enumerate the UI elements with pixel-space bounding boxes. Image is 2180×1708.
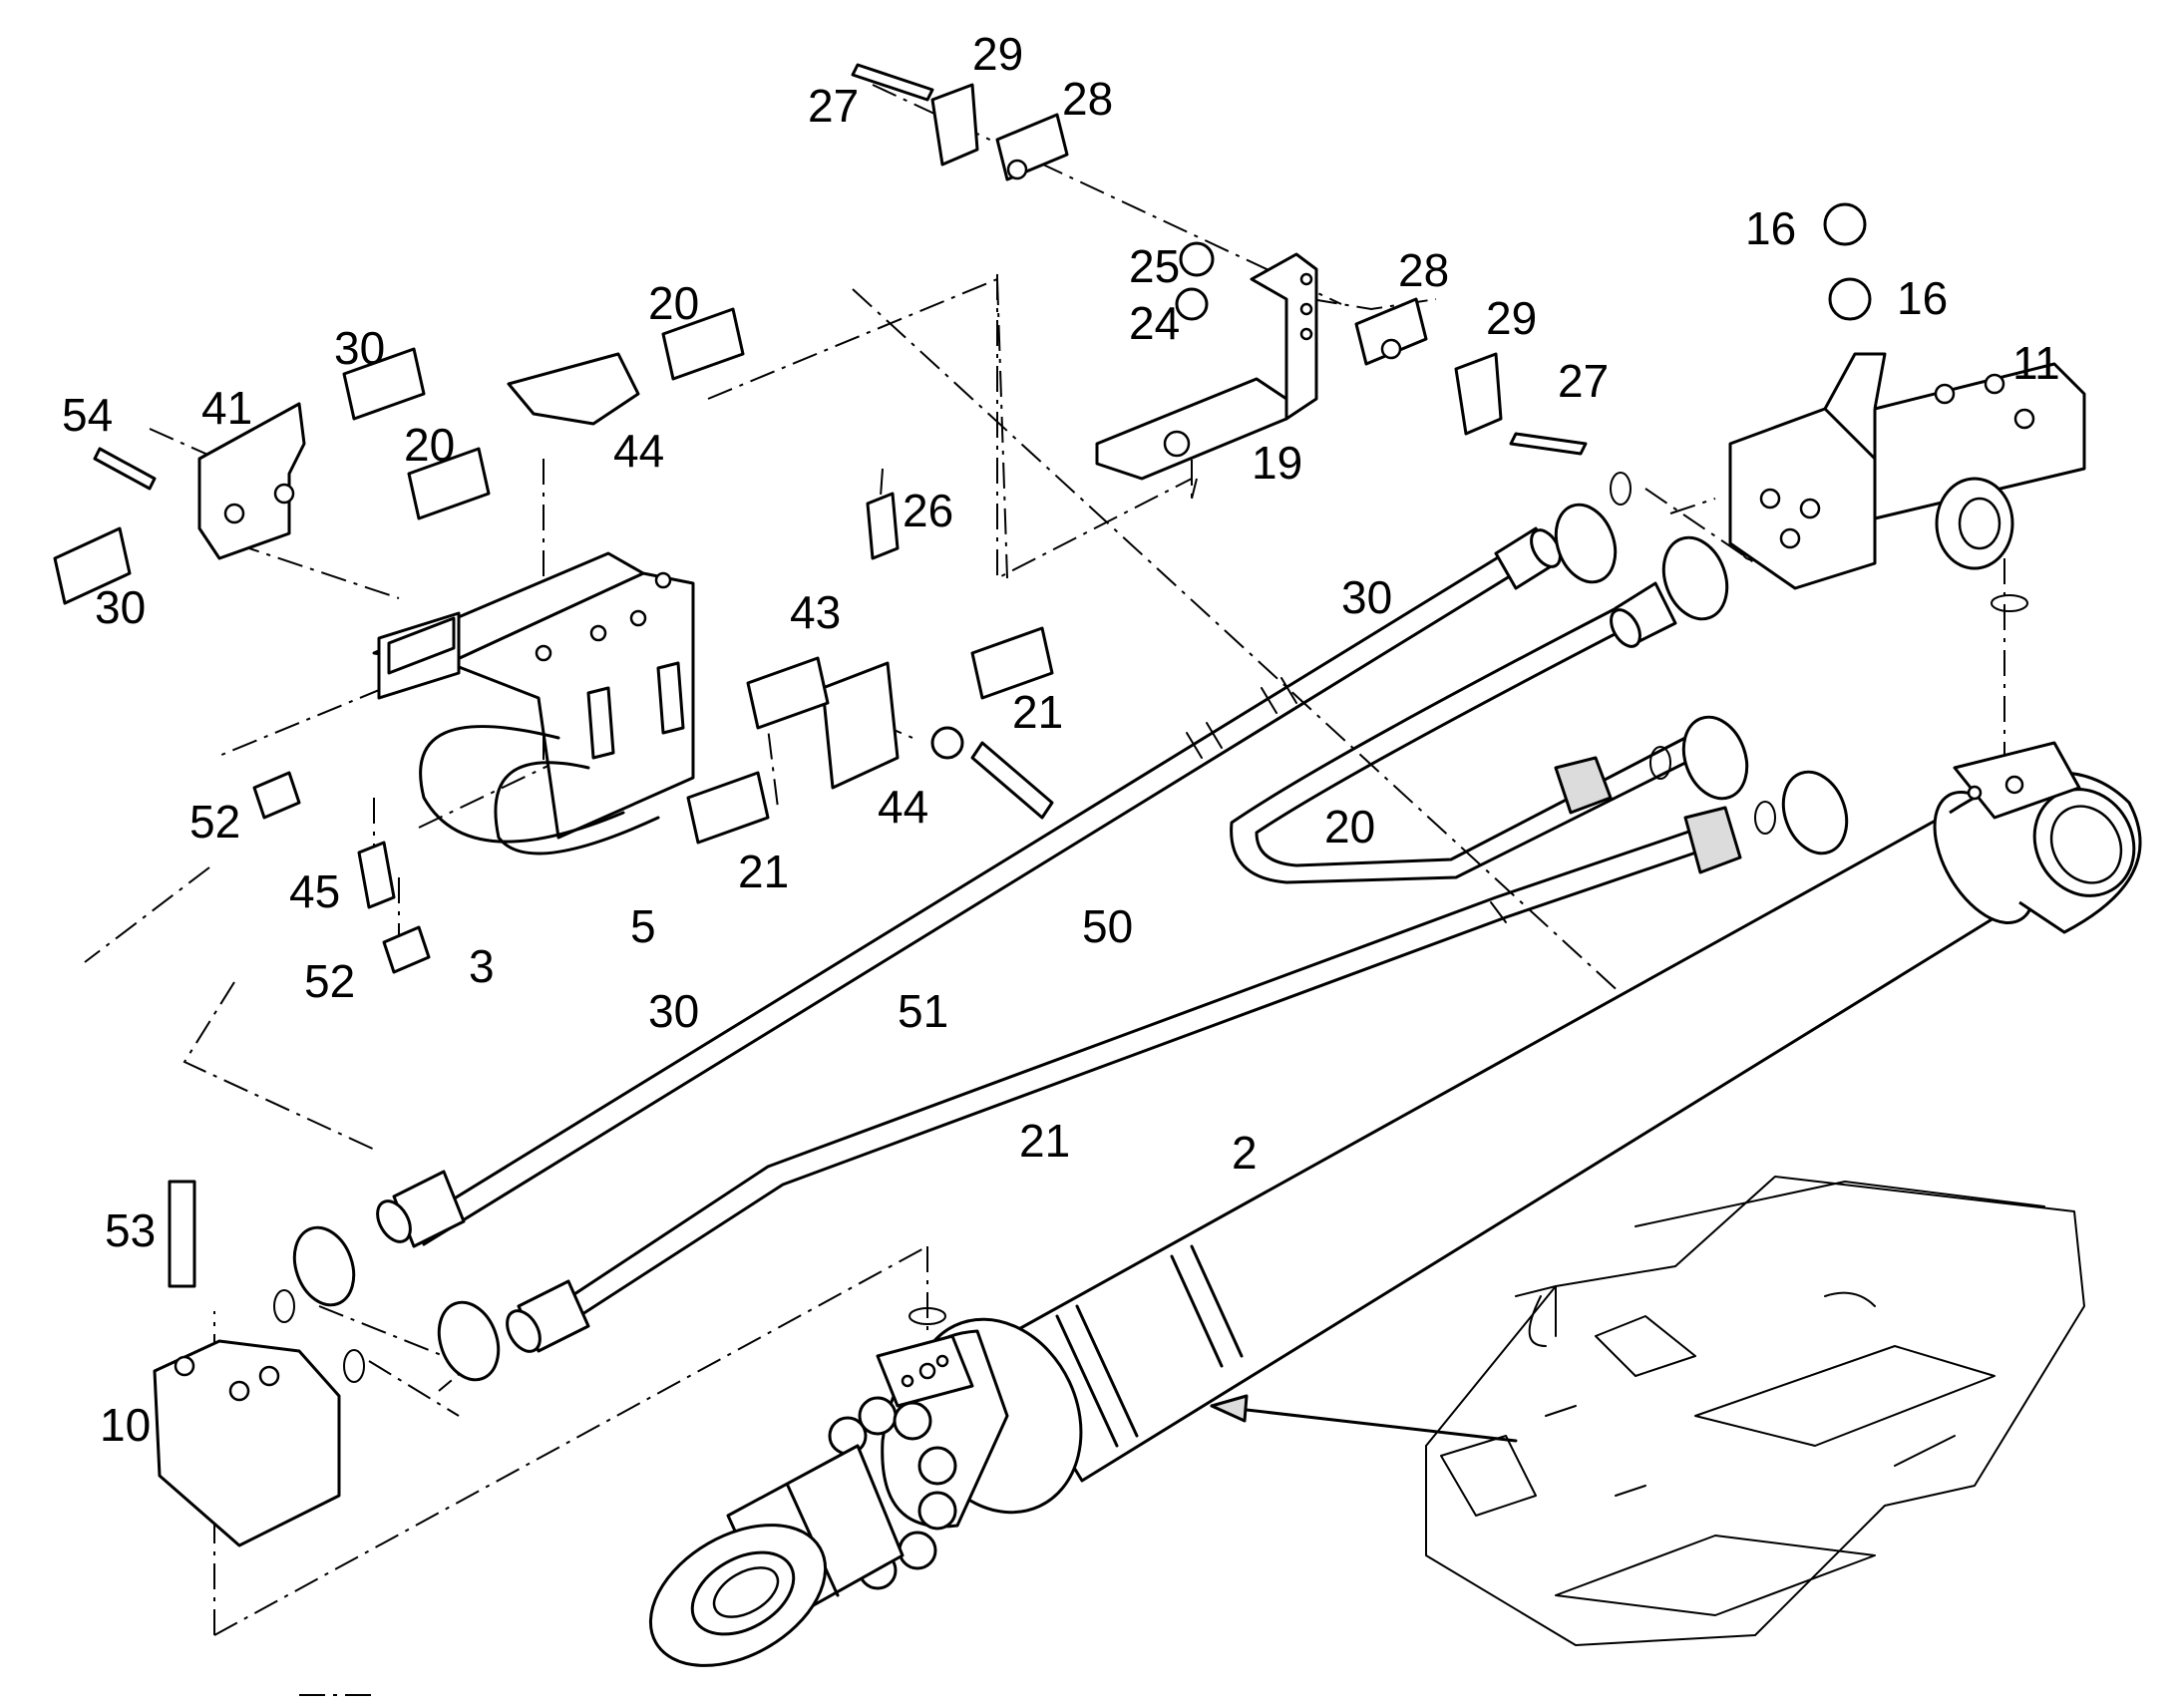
plate-41: [197, 402, 306, 560]
fasteners: [93, 63, 1588, 1288]
hose-20: [1230, 581, 1697, 884]
label-21a: 21: [1012, 686, 1063, 738]
label-29b: 29: [1486, 292, 1537, 344]
label-20b: 20: [404, 419, 455, 471]
label-30a: 30: [334, 322, 385, 374]
label-5: 5: [630, 900, 656, 952]
callout-arrow: [1210, 1404, 1518, 1443]
label-3: 3: [469, 940, 495, 992]
label-50: 50: [1082, 900, 1133, 952]
label-29a: 29: [972, 28, 1023, 80]
arrow-head: [1210, 1394, 1249, 1423]
label-16b: 16: [1897, 272, 1948, 324]
label-28b: 28: [1398, 244, 1449, 296]
hydraulic-cylinder: [648, 741, 2142, 1667]
clamp-blocks-28: [995, 113, 1428, 366]
label-27a: 27: [808, 80, 859, 132]
label-45: 45: [289, 865, 340, 917]
block-10: [153, 1339, 341, 1547]
label-25: 25: [1129, 240, 1180, 292]
cylinder-mount-bracket: [372, 551, 695, 855]
label-51: 51: [898, 985, 948, 1037]
label-52a: 52: [189, 796, 240, 848]
plates-29: [930, 83, 1503, 436]
hose-30: [376, 526, 1562, 1248]
label-21c: 21: [1019, 1115, 1070, 1167]
label-54: 54: [62, 389, 113, 441]
label-24: 24: [1129, 297, 1180, 349]
flange-fittings: [273, 472, 2028, 1383]
label-26: 26: [903, 485, 953, 536]
label-30c: 30: [1341, 571, 1392, 623]
valve-block: [1728, 202, 2086, 590]
hose-clamp-bushings: [53, 307, 1054, 845]
label-44a: 44: [613, 425, 664, 477]
label-53: 53: [105, 1204, 156, 1256]
label-30b: 30: [95, 581, 146, 633]
bracket-19: [1095, 252, 1318, 481]
label-16a: 16: [1745, 202, 1796, 254]
hose-21: [506, 821, 1727, 1353]
machine-frame-inset: [1425, 1176, 2085, 1646]
label-2: 2: [1232, 1127, 1258, 1179]
label-28a: 28: [1062, 73, 1113, 125]
label-44b: 44: [878, 781, 928, 833]
clamp-halves-44: [507, 352, 900, 790]
label-43: 43: [790, 586, 841, 638]
label-30d: 30: [648, 985, 699, 1037]
label-41: 41: [201, 382, 252, 434]
label-52b: 52: [304, 955, 355, 1007]
label-11: 11: [2012, 337, 2060, 389]
label-10: 10: [100, 1399, 151, 1451]
clamp-block-43: [746, 656, 830, 730]
label-27b: 27: [1558, 355, 1609, 407]
label-20a: 20: [648, 277, 699, 329]
label-20c: 20: [1324, 801, 1375, 853]
label-21b: 21: [738, 846, 789, 897]
label-19: 19: [1252, 437, 1302, 489]
part-number-labels: 2 3 5 10 11 16 16 19 20 20 20 21 21 21 2…: [62, 28, 2060, 1451]
